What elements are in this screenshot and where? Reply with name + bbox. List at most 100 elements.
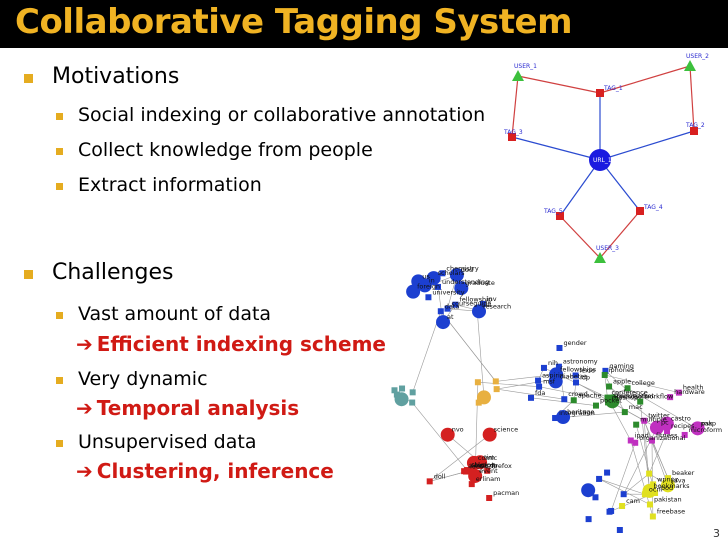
network-hub-node bbox=[690, 421, 705, 436]
user-tag-edge bbox=[599, 65, 691, 94]
network-word-label: conference bbox=[612, 389, 648, 397]
user-node bbox=[684, 60, 696, 71]
network-word-label: java bbox=[671, 476, 686, 484]
network-tag-node bbox=[601, 371, 608, 378]
network-tag-node bbox=[474, 379, 481, 386]
network-word-label: pak bbox=[701, 419, 713, 427]
network-hub-node bbox=[482, 427, 497, 442]
network-word-label: nih bbox=[548, 359, 558, 367]
network-word-label: pakistan bbox=[654, 495, 682, 503]
network-word-label: hardware bbox=[674, 388, 705, 396]
bullet-marker bbox=[56, 148, 63, 155]
network-word-label: pacman bbox=[493, 489, 519, 497]
network-tag-node bbox=[602, 367, 609, 374]
network-word-label: firefox bbox=[491, 462, 512, 470]
network-edge bbox=[623, 473, 650, 495]
network-hub-node bbox=[548, 374, 563, 389]
network-word-label: science bbox=[494, 426, 518, 434]
network-tag-node bbox=[444, 305, 451, 312]
network-word-label: at bbox=[447, 313, 454, 321]
network-tag-node bbox=[572, 372, 579, 379]
network-tag-node bbox=[561, 396, 568, 403]
network-tag-node bbox=[592, 494, 599, 501]
network-word-label: pc bbox=[661, 419, 669, 427]
motivation-item: Collect knowledge from people bbox=[78, 139, 373, 161]
bullet-marker bbox=[56, 377, 63, 384]
network-edge bbox=[412, 311, 442, 393]
network-edge bbox=[411, 402, 468, 471]
user-label: USER_1 bbox=[514, 63, 537, 70]
network-tag-node bbox=[556, 344, 563, 351]
network-tag-node bbox=[681, 431, 688, 438]
tag-node bbox=[690, 127, 698, 135]
network-tag-node bbox=[606, 383, 613, 390]
network-word-label: microsoft bbox=[616, 392, 647, 400]
network-tag-node bbox=[439, 270, 446, 277]
network-tag-node bbox=[664, 428, 671, 435]
network-word-label: mashup bbox=[612, 393, 638, 401]
network-tag-node bbox=[399, 385, 406, 392]
tag-label: TAG_5 bbox=[543, 208, 563, 215]
bullet-marker bbox=[56, 183, 63, 190]
network-word-label: lexie bbox=[580, 366, 595, 374]
challenge-consequence: ➔Clustering, inference bbox=[76, 459, 334, 483]
network-hub-node bbox=[468, 468, 483, 483]
network-word-label: health bbox=[683, 384, 704, 392]
network-word-label: stockmarket bbox=[614, 392, 655, 400]
network-word-label: heritage bbox=[567, 408, 594, 416]
network-word-label: understanding bbox=[442, 278, 489, 286]
network-hub-node bbox=[642, 483, 657, 498]
network-word-label: astronomy bbox=[563, 358, 598, 366]
network-edge bbox=[440, 311, 497, 382]
network-tag-node bbox=[535, 377, 542, 384]
network-tag-node bbox=[592, 402, 599, 409]
user-tag-edge bbox=[689, 65, 695, 132]
network-word-label: crowd bbox=[568, 390, 588, 398]
network-edge bbox=[477, 381, 540, 387]
network-word-label: comic bbox=[478, 454, 498, 462]
network-tag-node bbox=[409, 399, 416, 406]
network-word-label: pocket bbox=[600, 397, 622, 405]
tag-url-edge bbox=[511, 136, 601, 161]
user-tag-edge bbox=[511, 75, 519, 138]
network-word-label: doll bbox=[434, 472, 446, 480]
network-word-label: gender bbox=[563, 339, 586, 347]
network-tag-node bbox=[616, 527, 623, 533]
network-tag-node bbox=[426, 478, 433, 485]
network-tag-node bbox=[624, 385, 631, 392]
network-word-label: ula bbox=[481, 301, 491, 309]
network-word-label: aimer bbox=[468, 462, 487, 470]
network-word-label: msf bbox=[543, 378, 556, 386]
network-word-label: chemistry bbox=[446, 264, 478, 272]
network-word-label: iec6420 bbox=[470, 463, 496, 471]
url-label: URL_1 bbox=[593, 157, 612, 164]
user-tag-edge bbox=[517, 75, 601, 94]
tag-label: TAG_3 bbox=[503, 129, 523, 136]
network-word-label: idp bbox=[580, 373, 590, 381]
network-word-label: map bbox=[702, 419, 716, 427]
network-edge bbox=[605, 370, 641, 402]
user-label: USER_2 bbox=[686, 53, 709, 60]
network-word-label: chimps bbox=[471, 461, 495, 469]
network-word-label: twitter bbox=[648, 412, 670, 420]
network-tag-node bbox=[650, 481, 657, 488]
user-node bbox=[594, 252, 606, 263]
challenge-item: Unsupervised data bbox=[78, 431, 257, 453]
network-word-label: inv bbox=[487, 295, 497, 303]
network-hub-node bbox=[649, 420, 664, 435]
network-tag-node bbox=[452, 301, 459, 308]
network-hub-node bbox=[454, 281, 469, 296]
bullet-marker bbox=[56, 113, 63, 120]
network-edge bbox=[604, 374, 679, 393]
network-tag-node bbox=[665, 475, 672, 482]
network-tag-node bbox=[621, 409, 628, 416]
network-word-label: microform bbox=[689, 426, 722, 434]
network-tag-node bbox=[620, 491, 627, 498]
network-hub-node bbox=[472, 304, 487, 319]
network-edge bbox=[643, 420, 669, 479]
user-label: USER_3 bbox=[596, 245, 619, 252]
network-tag-node bbox=[606, 508, 613, 515]
network-word-label: in bbox=[429, 276, 435, 284]
